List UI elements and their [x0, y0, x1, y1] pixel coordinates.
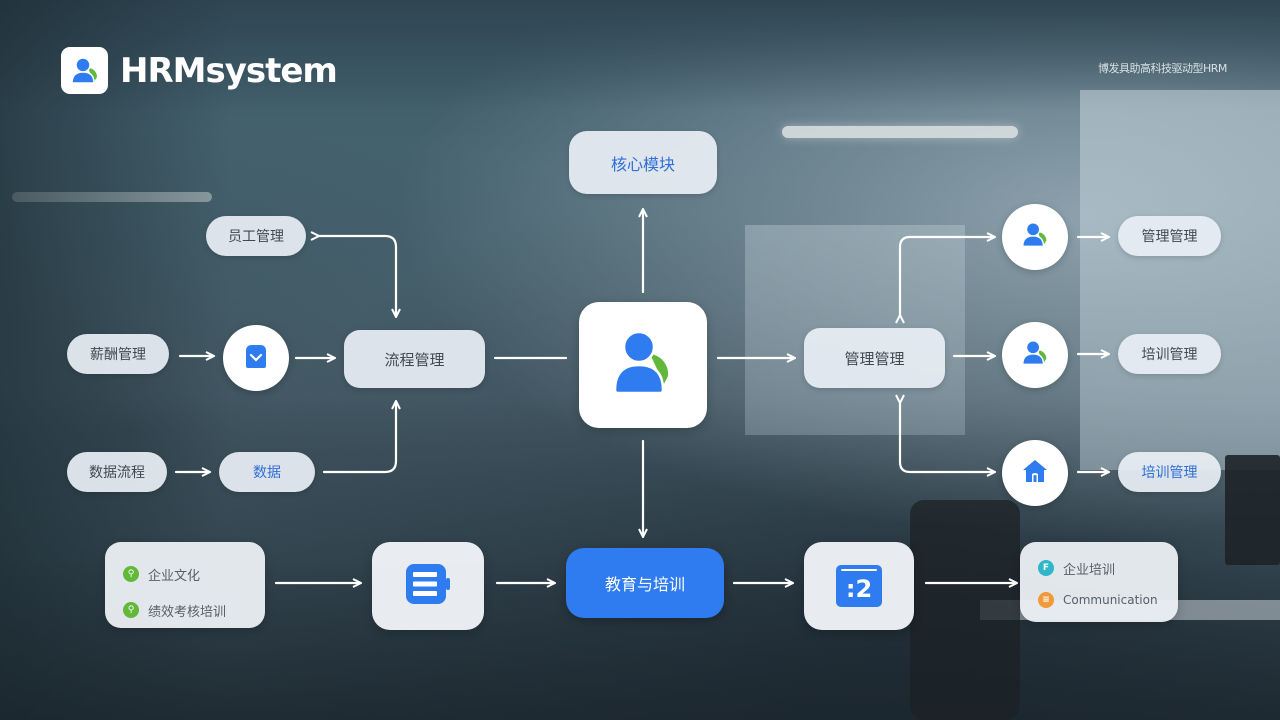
- user-profile-icon: [606, 326, 680, 404]
- central-hub-node[interactable]: [579, 302, 707, 428]
- green-badge-icon: ⚲: [123, 602, 139, 618]
- result-list-card[interactable]: F 企业培训 ≡ Communication: [1020, 542, 1178, 622]
- user-profile-icon: [61, 47, 108, 94]
- background-monitor: [1225, 455, 1280, 565]
- salary-mgmt-node[interactable]: 薪酬管理: [67, 334, 169, 374]
- approval-node[interactable]: [223, 325, 289, 391]
- orange-badge-icon: ≡: [1038, 592, 1054, 608]
- source-list-card[interactable]: ⚲ 企业文化 ⚲ 绩效考核培训: [105, 542, 265, 628]
- green-badge-icon: ⚲: [123, 566, 139, 582]
- core-module-label: 核心模块: [610, 154, 675, 174]
- salary-mgmt-label: 薪酬管理: [90, 347, 146, 363]
- background-chair: [910, 500, 1020, 720]
- education-training-button[interactable]: 教育与培训: [566, 548, 724, 618]
- calendar-value: :2: [845, 574, 873, 603]
- bottom-output-circle[interactable]: [1002, 440, 1068, 506]
- list-item-label: 企业文化: [148, 568, 201, 584]
- data-flow-label: 数据流程: [89, 465, 145, 481]
- user-profile-icon: [1019, 337, 1051, 373]
- employee-mgmt-label: 员工管理: [228, 229, 284, 245]
- calendar-node[interactable]: :2: [804, 542, 914, 630]
- mid-output-node[interactable]: 培训管理: [1118, 334, 1221, 374]
- process-mgmt-label: 流程管理: [384, 350, 445, 369]
- list-item[interactable]: ⚲ 企业文化: [123, 556, 265, 592]
- background-window: [1080, 90, 1280, 470]
- teal-badge-icon: F: [1038, 560, 1054, 576]
- core-module-node[interactable]: 核心模块: [569, 131, 717, 194]
- mid-output-circle[interactable]: [1002, 322, 1068, 388]
- education-training-label: 教育与培训: [604, 575, 685, 594]
- background-light: [782, 126, 1018, 138]
- background-light: [12, 192, 212, 202]
- mgmt-hub-label: 管理管理: [844, 349, 905, 368]
- header-tagline: 博发具助高科技驱动型HRM: [1098, 62, 1227, 75]
- data-flow-node[interactable]: 数据流程: [67, 452, 167, 492]
- list-item-label: 绩效考核培训: [148, 604, 227, 620]
- bottom-output-label: 培训管理: [1141, 465, 1198, 481]
- list-item-label: Communication: [1063, 593, 1158, 607]
- list-item[interactable]: ⚲ 绩效考核培训: [123, 592, 265, 628]
- mid-output-label: 培训管理: [1141, 347, 1198, 363]
- list-item[interactable]: ≡ Communication: [1038, 584, 1178, 616]
- process-mgmt-node[interactable]: 流程管理: [344, 330, 485, 388]
- document-lines-icon: [404, 562, 452, 610]
- list-item[interactable]: F 企业培训: [1038, 552, 1178, 584]
- mgmt-hub-node[interactable]: 管理管理: [804, 328, 945, 388]
- document-node[interactable]: [372, 542, 484, 630]
- top-output-circle[interactable]: [1002, 204, 1068, 270]
- employee-mgmt-node[interactable]: 员工管理: [206, 216, 306, 256]
- bottom-output-node[interactable]: 培训管理: [1118, 452, 1221, 492]
- home-icon: [1022, 459, 1048, 487]
- data-node[interactable]: 数据: [219, 452, 315, 492]
- top-output-label: 管理管理: [1141, 229, 1198, 245]
- top-output-node[interactable]: 管理管理: [1118, 216, 1221, 256]
- brand: HRMsystem: [61, 47, 338, 94]
- user-profile-icon: [1019, 219, 1051, 255]
- brand-name: HRMsystem: [120, 50, 338, 91]
- chevron-down-badge-icon: [244, 343, 268, 373]
- data-label: 数据: [253, 465, 281, 481]
- list-item-label: 企业培训: [1063, 562, 1116, 578]
- calendar-icon: :2: [836, 565, 882, 607]
